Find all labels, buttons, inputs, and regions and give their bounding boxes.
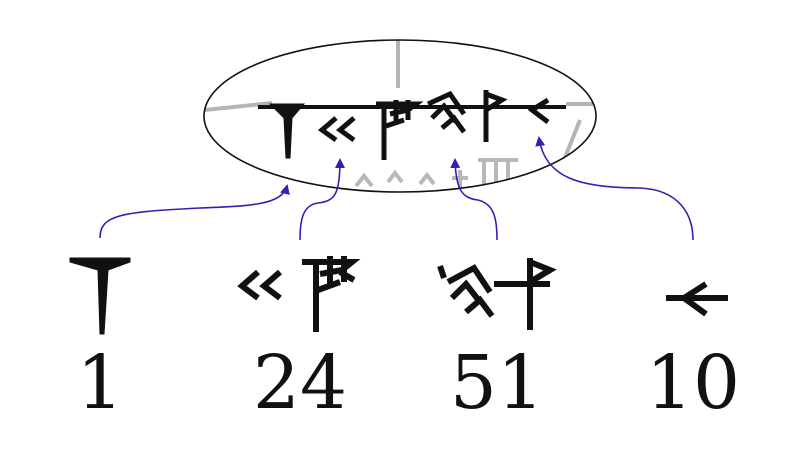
tablet-ruling-lines [204, 40, 596, 171]
tablet-sign-51 [426, 90, 508, 142]
extracted-sign-10 [666, 281, 728, 317]
numeral-24: 24 [253, 340, 347, 426]
arrow-51 [450, 158, 498, 241]
numeral-1: 1 [76, 340, 123, 426]
arrow-1 [99, 184, 290, 239]
arrow-24 [299, 158, 345, 241]
tablet-sign-1 [268, 103, 306, 159]
arrow-10 [535, 136, 694, 241]
extracted-sign-1 [69, 257, 131, 335]
numeral-51: 51 [450, 340, 544, 426]
extracted-sign-51 [437, 258, 557, 330]
highlight-ellipse [203, 39, 597, 193]
arrows [99, 136, 694, 241]
tablet-sign-10 [527, 97, 550, 124]
tablet-sign-24 [317, 100, 424, 160]
extracted-sign-24 [237, 256, 361, 332]
tablet-excerpt [204, 40, 596, 192]
numeral-10: 10 [646, 340, 740, 426]
